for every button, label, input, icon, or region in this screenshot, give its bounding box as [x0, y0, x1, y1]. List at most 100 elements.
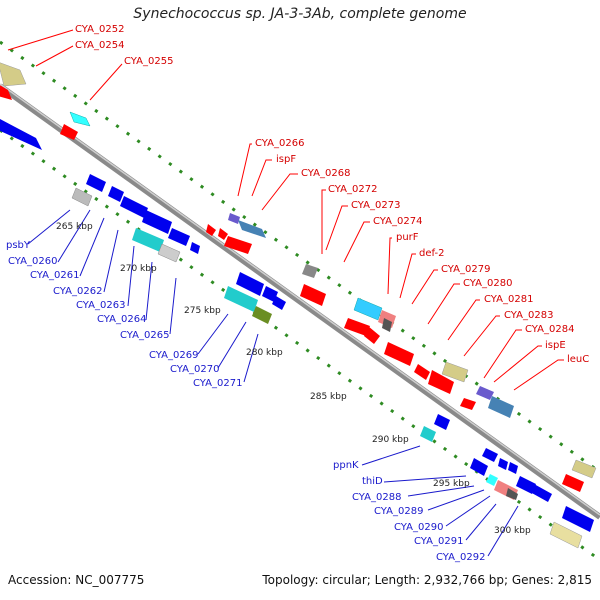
position-label-300kbp: 300 kbp — [494, 526, 531, 536]
leader-cya-0274 — [343, 221, 370, 263]
feature-def-2-a — [344, 318, 370, 336]
gene-label-cya-0281: CYA_0281 — [484, 294, 534, 305]
position-label-275kbp: 275 kbp — [184, 306, 221, 316]
leader-cya-0262 — [103, 229, 119, 293]
leader-cya-0268 — [261, 173, 298, 211]
position-label-280kbp: 280 kbp — [246, 348, 283, 358]
accession-text: Accession: NC_007775 — [8, 573, 145, 587]
gene-label-cya-0288: CYA_0288 — [352, 492, 402, 503]
lower-leader-lines — [27, 209, 519, 557]
leader-cya-0284 — [483, 329, 522, 379]
gene-label-cya-0279: CYA_0279 — [441, 264, 491, 275]
feature-cya-0273 — [300, 284, 326, 306]
leader-cya-0263 — [127, 245, 135, 307]
gene-label-cya-0254: CYA_0254 — [75, 40, 125, 51]
leader-cya-0270 — [217, 321, 247, 369]
leader-cya-0272 — [321, 189, 326, 254]
feature-cya-0255 — [60, 124, 78, 140]
genome-backbone-highlight — [0, 83, 600, 516]
feature-ppnk-b — [434, 414, 450, 430]
feature-psby — [71, 187, 93, 207]
gene-label-ispe: ispE — [545, 340, 566, 351]
feature-thid — [470, 458, 488, 476]
feature-cya-0264 — [132, 228, 164, 252]
gene-label-cya-0272: CYA_0272 — [328, 184, 378, 195]
gene-label-psby: psbY — [6, 240, 31, 251]
feature-cya-0288 — [482, 448, 498, 462]
gene-label-cya-0252: CYA_0252 — [75, 24, 125, 35]
feature-cya-0290-b — [508, 462, 518, 474]
feature-cya-0252 — [0, 62, 27, 87]
leader-purf — [387, 237, 392, 295]
leader-cya-0254 — [35, 45, 74, 67]
position-label-285kbp: 285 kbp — [310, 392, 347, 402]
leader-cya-0265 — [169, 277, 177, 335]
feature-downstream-khaki-low — [549, 521, 583, 549]
leader-cya-0281 — [447, 299, 480, 341]
gene-label-cya-0291: CYA_0291 — [414, 536, 464, 547]
feature-cya-0271 — [252, 306, 272, 324]
lower-strand-features — [0, 119, 594, 549]
position-label-295kbp: 295 kbp — [433, 479, 470, 489]
feature-downstream-blue — [562, 506, 594, 532]
feature-cya-0270 — [236, 272, 264, 296]
upper-leader-lines — [7, 29, 564, 391]
leader-cya-0260 — [57, 209, 91, 263]
gene-label-cya-0263: CYA_0263 — [76, 300, 126, 311]
feature-cya-0274 — [353, 297, 383, 321]
leader-cya-0264 — [145, 261, 153, 321]
upper-strand-features — [0, 62, 597, 492]
gene-label-cya-0268: CYA_0268 — [301, 168, 351, 179]
feature-ppnk — [420, 426, 436, 442]
gene-label-cya-0290: CYA_0290 — [394, 522, 444, 533]
feature-downstream-red — [562, 474, 584, 492]
feature-downstream-khaki — [571, 459, 597, 479]
gene-label-leuc: leuC — [567, 354, 590, 365]
leader-cya-0271 — [243, 333, 259, 383]
feature-cya-0265 — [157, 243, 181, 263]
feature-cya-0283 — [441, 361, 469, 383]
position-label-290kbp: 290 kbp — [372, 435, 409, 445]
leader-cya-0279 — [411, 269, 438, 305]
feature-cya-0268-b — [218, 228, 228, 240]
leader-cya-0288 — [407, 485, 475, 497]
gene-label-cya-0273: CYA_0273 — [351, 200, 401, 211]
feature-cya-0280 — [414, 364, 430, 380]
topology-text: Topology: circular; Length: 2,932,766 bp… — [262, 573, 592, 587]
feature-cya-0265-c — [190, 242, 200, 254]
gene-label-cya-0266: CYA_0266 — [255, 138, 305, 149]
leader-ppnk — [361, 445, 421, 466]
gene-label-def-2: def-2 — [419, 248, 445, 259]
feature-ispf — [238, 220, 266, 238]
feature-cya-0290 — [498, 458, 508, 470]
leader-cya-0261 — [79, 217, 105, 277]
feature-cya-0291-b — [506, 488, 518, 500]
position-label-265kbp: 265 kbp — [56, 222, 93, 232]
gene-label-cya-0269: CYA_0269 — [149, 350, 199, 361]
feature-cya-0281 — [428, 370, 454, 394]
leader-psby — [27, 209, 71, 245]
gene-label-thid: thiD — [362, 476, 383, 487]
gene-label-cya-0255: CYA_0255 — [124, 56, 174, 67]
feature-cya-0263 — [142, 210, 172, 234]
gene-label-cya-0283: CYA_0283 — [504, 310, 554, 321]
gene-label-cya-0271: CYA_0271 — [193, 378, 243, 389]
feature-cya-0271-b — [272, 296, 286, 310]
leader-thid — [383, 475, 467, 483]
gene-label-cya-0284: CYA_0284 — [525, 324, 575, 335]
leader-cya-0280 — [427, 283, 460, 325]
gene-label-cya-0289: CYA_0289 — [374, 506, 424, 517]
feature-cya-0266 — [228, 213, 240, 224]
leader-ispe — [493, 345, 542, 383]
feature-cya-0292 — [516, 476, 536, 494]
position-label-270kbp: 270 kbp — [120, 264, 157, 274]
gene-label-cya-0260: CYA_0260 — [8, 256, 58, 267]
genome-backbone — [0, 83, 600, 520]
leader-cya-0291 — [465, 503, 497, 541]
gene-label-ppnk: ppnK — [333, 460, 359, 471]
feature-cya-0268-c — [224, 236, 252, 254]
leader-cya-0289 — [427, 489, 485, 511]
feature-cya-0265-b — [168, 228, 190, 246]
feature-upstream-blue — [0, 119, 42, 150]
